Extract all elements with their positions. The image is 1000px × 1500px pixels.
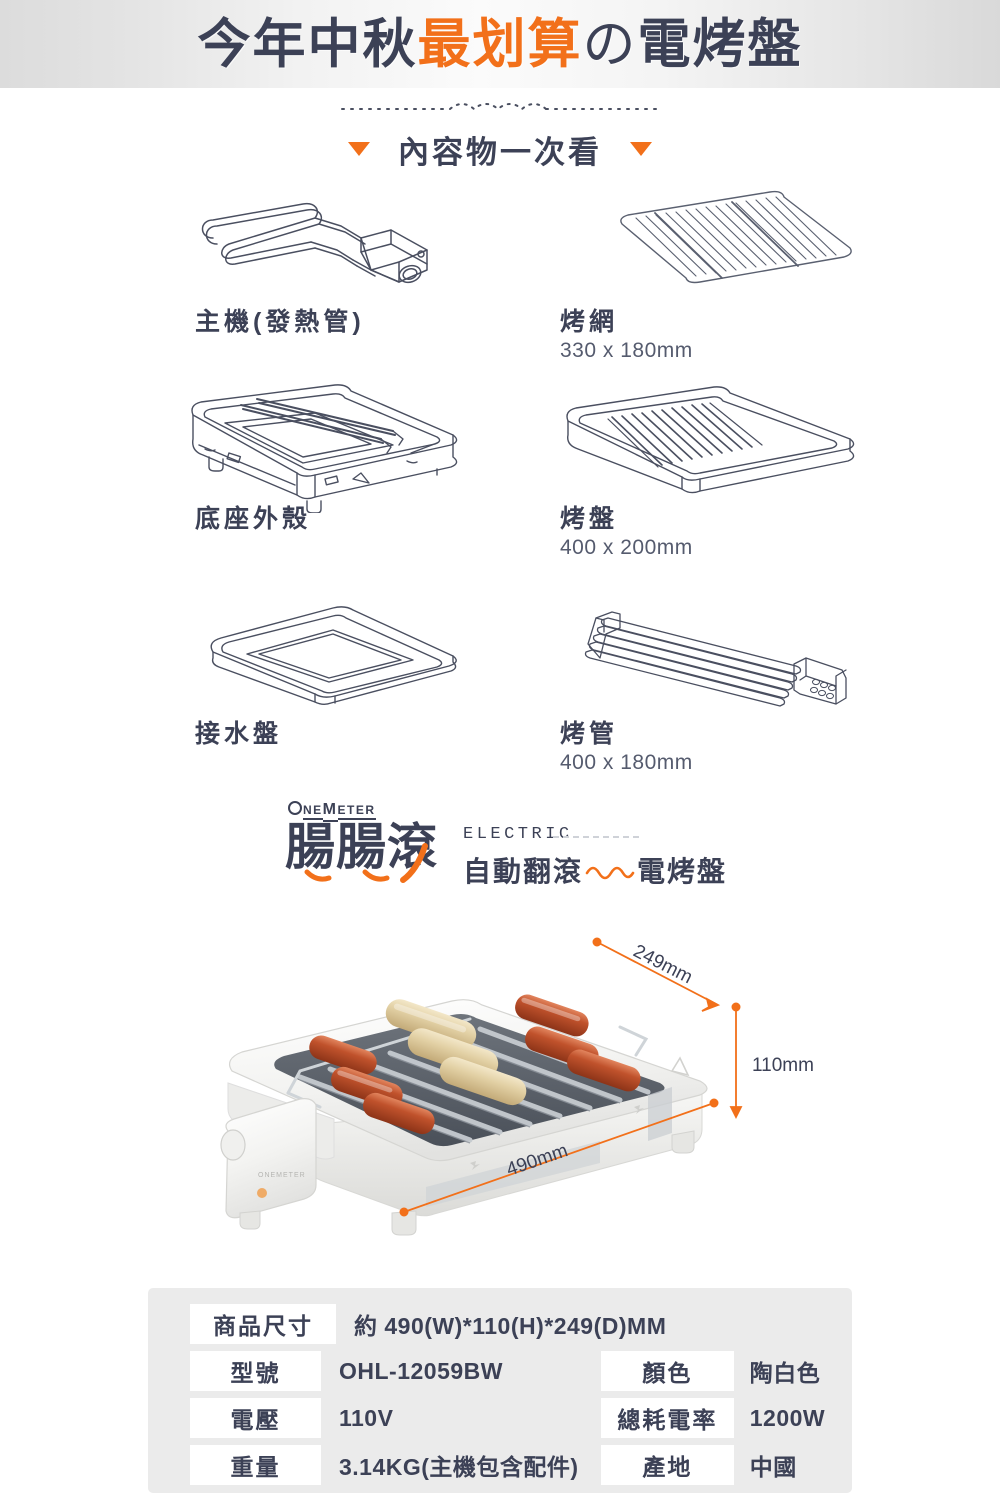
spec-value: 110V [338, 1404, 394, 1431]
part-label: 接水盤 [195, 720, 283, 748]
spec-value-secondary: 1200W [749, 1404, 826, 1431]
part-label: 烤盤 [560, 505, 619, 533]
table-row: 電壓 110V 總耗電率 1200W [148, 1396, 852, 1440]
spec-label: 型號 [190, 1351, 321, 1391]
dotted-wave-divider-icon [341, 103, 659, 111]
part-item-grill-mesh: 烤網 330 x 180mm [550, 186, 910, 381]
wave-icon [585, 866, 635, 880]
svg-text:ONEMETER: ONEMETER [258, 1172, 306, 1179]
product-photo-illustration: ONEMETER 249mm 110mm [220, 937, 814, 1236]
part-item-base-housing: 底座外殼 [185, 383, 545, 578]
page-title: 今年中秋最划算の電烤盤 [198, 18, 803, 71]
grill-mesh-illustration [550, 186, 910, 316]
logo-text-eter: ETER [337, 803, 376, 820]
contents-section-heading: 內容物一次看 [0, 126, 1000, 172]
spec-value-secondary: 中國 [749, 1454, 797, 1480]
title-segment-accent: 最划算 [417, 14, 583, 74]
decorative-divider [0, 92, 1000, 120]
table-row: 重量 3.14KG(主機包含配件) 產地 中國 [148, 1443, 852, 1487]
title-segment-no: の [582, 14, 638, 74]
heating-element-illustration [185, 186, 545, 316]
section-heading-label: 內容物一次看 [398, 134, 602, 170]
page-header: 今年中秋最划算の電烤盤 [0, 0, 1000, 88]
part-dimension: 400 x 200mm [560, 536, 693, 559]
logo-text-m: M [322, 801, 338, 822]
table-row: 型號 OHL-12059BW 顏色 陶白色 [148, 1349, 852, 1393]
part-item-heating-element: 主機(發熱管) [185, 186, 545, 381]
part-label: 烤網 [560, 308, 619, 336]
parts-grid: 主機(發熱管) [0, 186, 1000, 786]
brand-electric-label: ELECTRIC [463, 825, 573, 844]
title-segment-1: 今年中秋 [197, 14, 418, 74]
spec-value: 約 490(W)*110(H)*249(D)MM [354, 1313, 667, 1339]
spec-label: 重量 [190, 1445, 321, 1485]
spec-table: 商品尺寸 約 490(W)*110(H)*249(D)MM 型號 OHL-120… [148, 1288, 852, 1493]
spec-label: 商品尺寸 [190, 1304, 336, 1344]
part-label: 底座外殼 [195, 505, 312, 533]
spec-label-secondary: 顏色 [600, 1351, 734, 1391]
dimension-depth-text: 249mm [630, 941, 696, 988]
part-dimension: 400 x 180mm [560, 751, 693, 774]
part-dimension: 330 x 180mm [560, 339, 693, 362]
drip-tray-illustration [185, 598, 545, 728]
brand-orange-stroke-icon [304, 843, 428, 883]
brand-name-cn: 腸腸滾 [285, 819, 438, 875]
triangle-down-icon-left [348, 142, 370, 156]
logo-o-ring-icon [288, 801, 302, 815]
triangle-down-icon-right [630, 142, 652, 156]
roller-tubes-illustration [550, 598, 910, 728]
title-segment-2: 電烤盤 [637, 14, 803, 74]
part-item-grill-plate: 烤盤 400 x 200mm [550, 383, 910, 578]
brand-electric-rule [553, 836, 639, 838]
spec-label-secondary: 產地 [600, 1445, 734, 1485]
dimension-height-text: 110mm [752, 1055, 814, 1076]
spec-label: 電壓 [190, 1398, 321, 1438]
brand-subtitle-left: 自動翻滾 [463, 856, 584, 887]
part-item-roller-tubes: 烤管 400 x 180mm [550, 598, 910, 793]
brand-subtitle: 自動翻滾 電烤盤 [463, 850, 727, 890]
logo-text: NE [303, 803, 323, 820]
spec-value: OHL-12059BW [338, 1357, 503, 1384]
brand-subtitle-right: 電烤盤 [637, 856, 728, 887]
table-row: 商品尺寸 約 490(W)*110(H)*249(D)MM [148, 1302, 852, 1346]
base-housing-illustration [185, 383, 545, 513]
part-item-drip-tray: 接水盤 [185, 598, 545, 793]
part-label: 烤管 [560, 720, 619, 748]
hero-product-photo: ONEMETER 249mm 110mm [0, 895, 1000, 1265]
grill-plate-illustration [550, 383, 910, 513]
spec-value-secondary: 陶白色 [749, 1360, 821, 1386]
spec-label-secondary: 總耗電率 [600, 1398, 734, 1438]
spec-value: 3.14KG(主機包含配件) [338, 1454, 579, 1480]
part-label: 主機(發熱管) [195, 308, 365, 336]
